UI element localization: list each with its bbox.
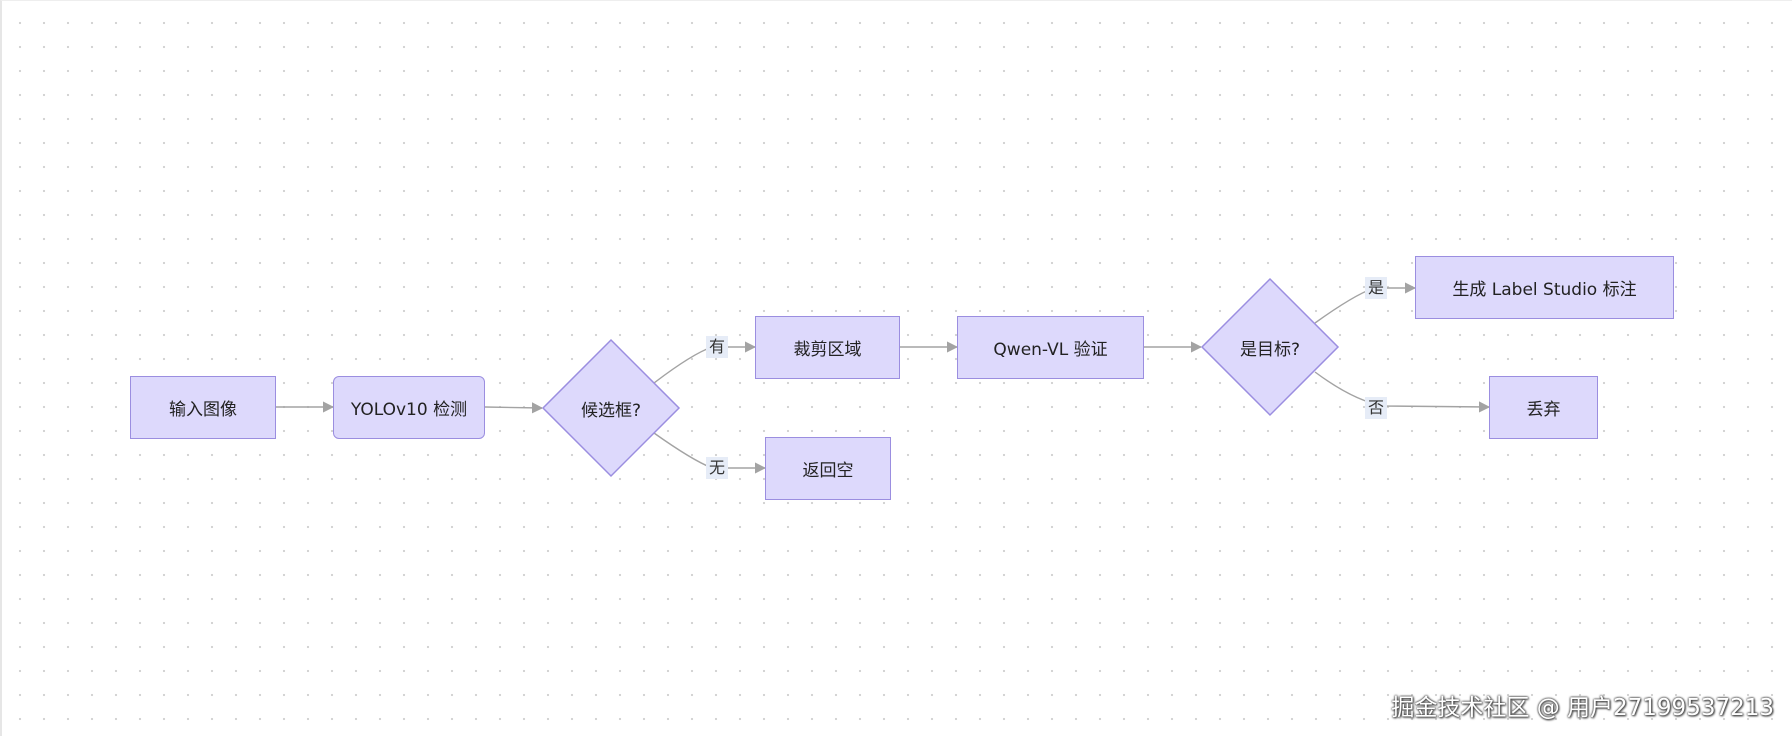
node-return-empty-label: 返回空 bbox=[802, 461, 854, 481]
decision-candidate-shape bbox=[541, 338, 681, 478]
node-crop-region: 裁剪区域 bbox=[755, 316, 900, 379]
edge-label-no: 否 bbox=[1364, 397, 1388, 419]
node-qwen-verify-label: Qwen-VL 验证 bbox=[993, 340, 1108, 360]
node-yolo-detect-label: YOLOv10 检测 bbox=[350, 400, 468, 420]
node-input-image-label: 输入图像 bbox=[169, 400, 237, 420]
edge-label-yes: 是 bbox=[1364, 277, 1388, 299]
edge-label-none: 无 bbox=[705, 457, 729, 479]
node-crop-region-label: 裁剪区域 bbox=[793, 340, 862, 360]
node-return-empty: 返回空 bbox=[765, 437, 891, 500]
node-yolo-detect: YOLOv10 检测 bbox=[333, 376, 485, 439]
node-qwen-verify: Qwen-VL 验证 bbox=[957, 316, 1144, 379]
decision-is-target-label: 是目标? bbox=[1239, 339, 1301, 360]
watermark-text: 掘金技术社区 @ 用户27199537213 bbox=[1391, 695, 1774, 721]
node-generate-annotation-label: 生成 Label Studio 标注 bbox=[1452, 280, 1637, 300]
decision-is-target: 是目标? bbox=[1200, 277, 1340, 417]
decision-candidate-label: 候选框? bbox=[580, 400, 642, 421]
node-discard: 丢弃 bbox=[1489, 376, 1598, 439]
node-generate-annotation: 生成 Label Studio 标注 bbox=[1415, 256, 1674, 319]
edge-istarget-no-to-discard bbox=[1314, 371, 1491, 413]
node-discard-label: 丢弃 bbox=[1526, 400, 1561, 420]
edge-yolo-to-candidate bbox=[484, 402, 544, 414]
decision-is-target-shape bbox=[1200, 277, 1340, 417]
decision-candidate-box: 候选框? bbox=[541, 338, 681, 478]
node-input-image: 输入图像 bbox=[130, 376, 276, 439]
edge-label-has: 有 bbox=[705, 336, 729, 358]
